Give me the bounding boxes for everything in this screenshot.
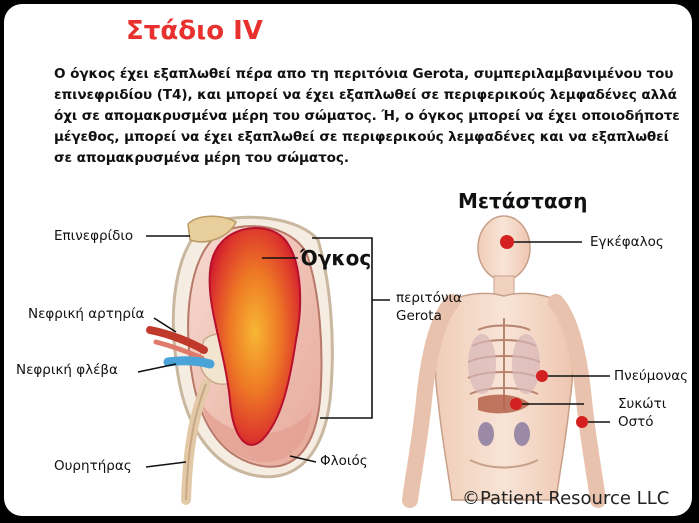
lung-label: Πνεύμονας	[614, 368, 688, 384]
renal-vein-vessel	[168, 361, 210, 364]
liver-label: Συκώτι	[618, 396, 666, 412]
left-lung	[468, 334, 496, 394]
bone-label: Οστό	[618, 414, 654, 430]
lung-metastasis	[536, 370, 548, 382]
liver-metastasis	[510, 398, 522, 410]
ureter-label: Ουρητήρας	[54, 458, 132, 474]
copyright-credit: ©Patient Resource LLC	[462, 488, 669, 509]
renal-artery-label: Νεφρική αρτηρία	[28, 306, 144, 322]
brain-metastasis	[500, 235, 514, 249]
tumor-label: Όγκος	[300, 246, 371, 270]
metastasis-title: Μετάσταση	[458, 189, 587, 213]
gerota-label-line2: Gerota	[396, 308, 442, 324]
cortex-label: Φλοιός	[320, 453, 368, 469]
brain-label: Εγκέφαλος	[590, 234, 664, 250]
adrenal-label: Επινεφρίδιο	[54, 228, 133, 244]
right-lung	[512, 334, 540, 394]
bone-metastasis	[576, 416, 588, 428]
renal-vein-label: Νεφρική φλέβα	[16, 362, 118, 378]
body-diagram	[410, 216, 610, 500]
gerota-label-line1: περιτόνια	[396, 290, 462, 306]
